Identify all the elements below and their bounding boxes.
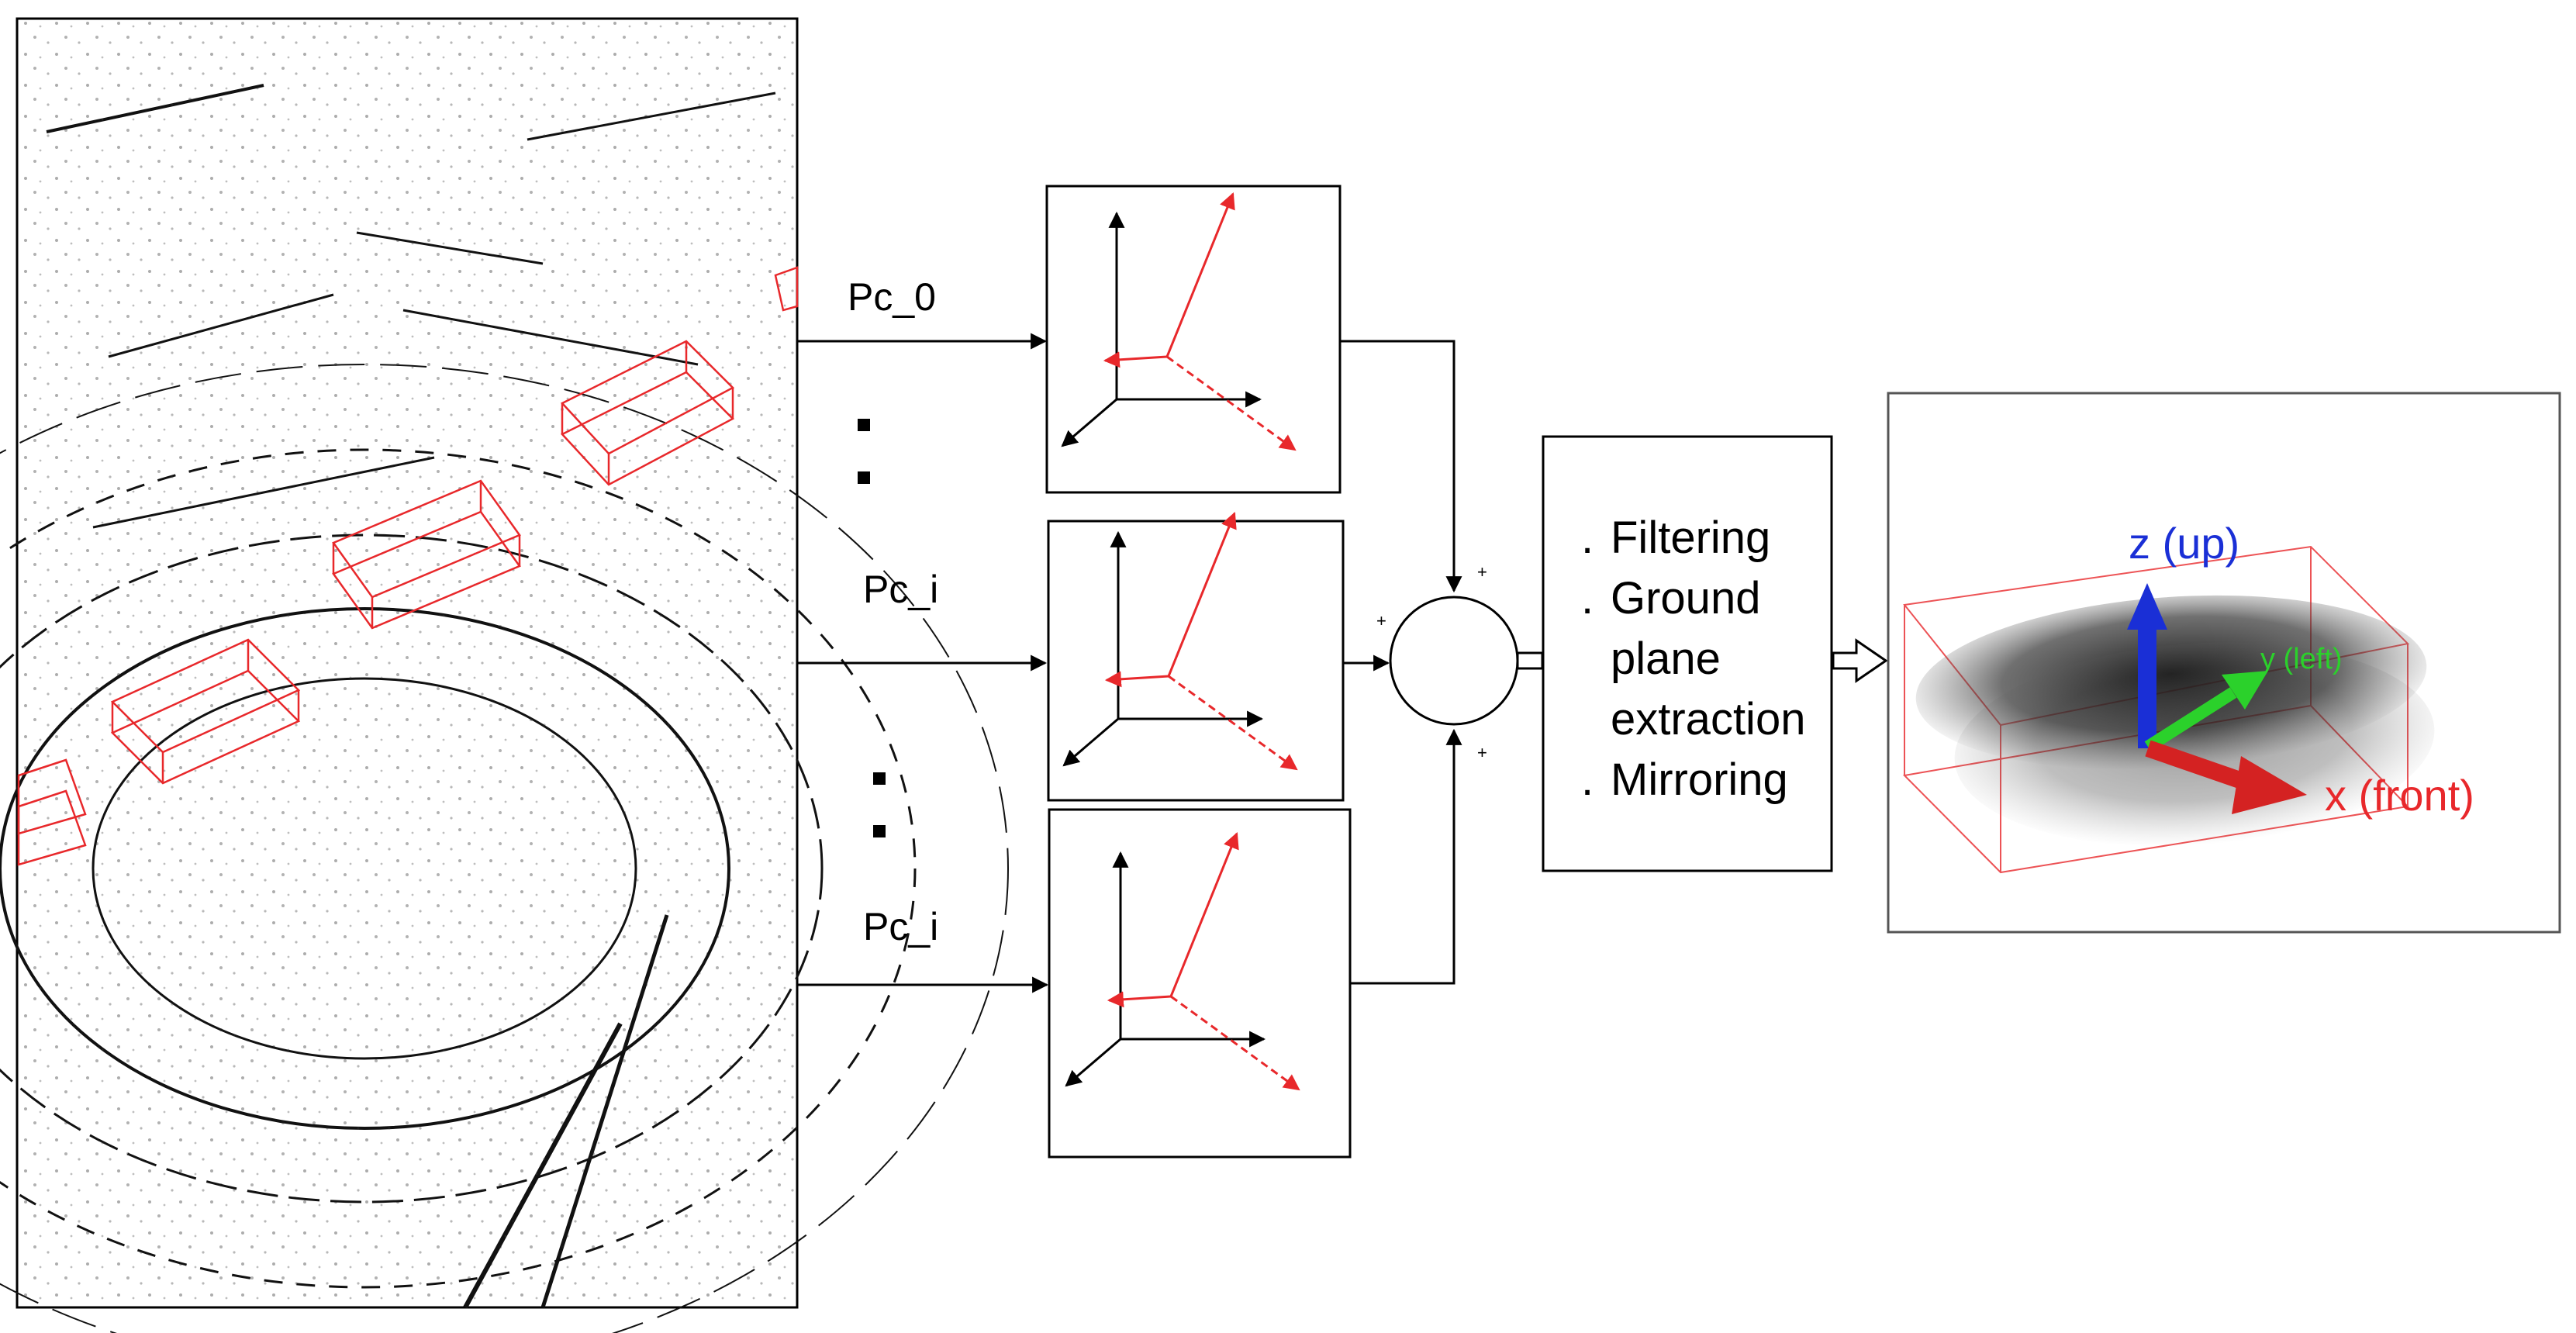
hollow-arrow-to-output — [1832, 638, 1888, 683]
processing-steps: . Filtering . Ground plane extraction . … — [1570, 508, 1843, 810]
bullet: . — [1581, 573, 1594, 623]
sum-sign-top: + — [1477, 562, 1487, 582]
step-ground-plane: . Ground plane extraction — [1570, 568, 1843, 750]
axis-z-arrow — [2127, 583, 2167, 748]
step-filtering: . Filtering — [1570, 508, 1843, 568]
step-mirroring: . Mirroring — [1570, 750, 1843, 810]
sum-sign-left: + — [1376, 611, 1386, 630]
input-label-last: Pc_i — [863, 905, 938, 948]
step-label: Mirroring — [1611, 755, 1788, 805]
bullet: . — [1581, 755, 1594, 805]
axis-y-arrow — [2144, 671, 2268, 752]
scan-point-texture — [19, 20, 796, 1306]
ellipsis-dots — [858, 419, 886, 837]
hollow-arrow-to-processing — [1516, 651, 1544, 670]
transform-box-0 — [1045, 185, 1342, 494]
axis-x-label: x (front) — [2325, 771, 2474, 820]
sum-sign-bottom: + — [1477, 743, 1487, 762]
car-bounding-boxes — [17, 266, 799, 866]
step-label: Ground plane extraction — [1611, 573, 1806, 744]
processing-box — [1542, 435, 1833, 872]
summation-junction — [1389, 596, 1519, 726]
bullet: . — [1581, 513, 1594, 563]
transform-box-i — [1047, 513, 1345, 802]
step-label: Filtering — [1611, 513, 1771, 563]
lidar-scan-panel — [0, 17, 1009, 1333]
summation-connectors — [1340, 340, 1462, 985]
axis-x-arrow — [2145, 740, 2307, 814]
input-label-i: Pc_i — [863, 568, 938, 611]
axis-z-label: z (up) — [2129, 519, 2239, 568]
input-label-0: Pc_0 — [848, 275, 936, 319]
output-panel — [1887, 392, 2561, 934]
input-arrows — [797, 333, 1049, 993]
transform-box-last — [1048, 808, 1352, 1159]
axis-y-label: y (left) — [2260, 643, 2343, 675]
